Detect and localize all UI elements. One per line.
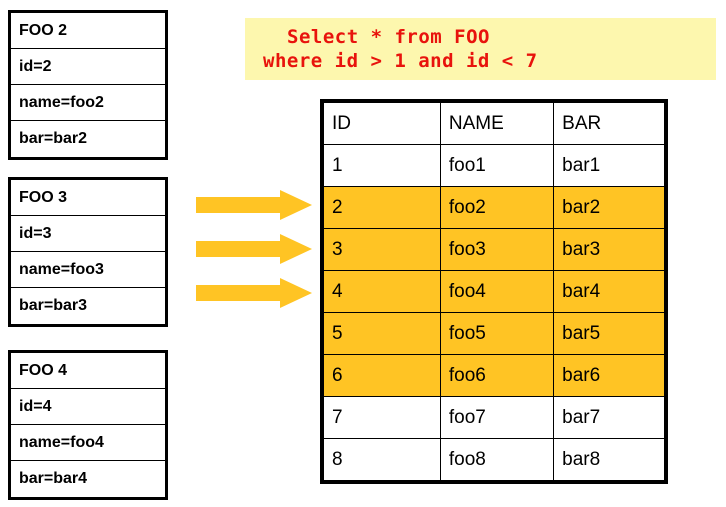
cell-name: foo3 [439, 228, 555, 271]
foo-record-title: FOO 2 [11, 13, 165, 49]
cell-bar: bar3 [553, 228, 665, 271]
cell-id: 5 [323, 312, 441, 355]
foo-record-card-3: FOO 3 id=3 name=foo3 bar=bar3 [8, 177, 168, 327]
foo-record-field-bar: bar=bar2 [19, 130, 88, 147]
cell-name: foo6 [439, 354, 555, 397]
right-arrow-icon [196, 278, 312, 308]
table-row: 4 foo4 bar4 [323, 270, 665, 313]
table-row: 2 foo2 bar2 [323, 186, 665, 229]
cell-bar: bar7 [553, 396, 665, 439]
foo-record-field-id: id=2 [11, 49, 165, 85]
foo-record-title: FOO 4 [11, 353, 165, 389]
column-header-name: NAME [439, 102, 555, 145]
right-arrow-icon [196, 234, 312, 264]
table-row: 6 foo6 bar6 [323, 354, 665, 397]
foo-record-field-name: name=foo3 [11, 252, 165, 288]
cell-bar: bar2 [553, 186, 665, 229]
cell-bar: bar5 [553, 312, 665, 355]
cell-name: foo4 [439, 270, 555, 313]
foo-record-title: FOO 3 [11, 180, 165, 216]
foo-record-field-id: id=3 [11, 216, 165, 252]
cell-name: foo5 [439, 312, 555, 355]
table-row: 5 foo5 bar5 [323, 312, 665, 355]
table-row: 1 foo1 bar1 [323, 144, 665, 187]
cell-id: 4 [323, 270, 441, 313]
column-header-bar: BAR [553, 102, 665, 145]
foo-record-field-bar: bar=bar4 [19, 470, 88, 487]
column-header-id: ID [323, 102, 441, 145]
sql-query-line-1: Select * from FOO [287, 26, 490, 48]
cell-id: 3 [323, 228, 441, 271]
cell-name: foo8 [439, 438, 555, 481]
cell-name: foo1 [439, 144, 555, 187]
cell-name: foo7 [439, 396, 555, 439]
cell-id: 7 [323, 396, 441, 439]
cell-id: 2 [323, 186, 441, 229]
foo-record-field-name: name=foo2 [11, 85, 165, 121]
query-result-table: ID NAME BAR 1 foo1 bar1 2 foo2 bar2 3 fo… [320, 99, 668, 484]
cell-bar: bar8 [553, 438, 665, 481]
foo-record-field-name: name=foo4 [11, 425, 165, 461]
cell-bar: bar6 [553, 354, 665, 397]
cell-name: foo2 [439, 186, 555, 229]
cell-id: 6 [323, 354, 441, 397]
table-row: 3 foo3 bar3 [323, 228, 665, 271]
cell-bar: bar4 [553, 270, 665, 313]
right-arrow-icon [196, 190, 312, 220]
cell-id: 1 [323, 144, 441, 187]
cell-bar: bar1 [553, 144, 665, 187]
foo-record-card-2: FOO 2 id=2 name=foo2 bar=bar2 [8, 10, 168, 160]
sql-query-line-2: where id > 1 and id < 7 [263, 50, 538, 72]
table-row: 8 foo8 bar8 [323, 438, 665, 481]
flow-arrow-group [196, 190, 316, 315]
foo-record-field-id: id=4 [11, 389, 165, 425]
cell-id: 8 [323, 438, 441, 481]
sql-query-callout: Select * from FOO where id > 1 and id < … [245, 18, 716, 80]
foo-record-card-4: FOO 4 id=4 name=foo4 bar=bar4 [8, 350, 168, 500]
table-header-row: ID NAME BAR [323, 102, 665, 145]
foo-record-field-bar: bar=bar3 [19, 297, 88, 314]
table-row: 7 foo7 bar7 [323, 396, 665, 439]
